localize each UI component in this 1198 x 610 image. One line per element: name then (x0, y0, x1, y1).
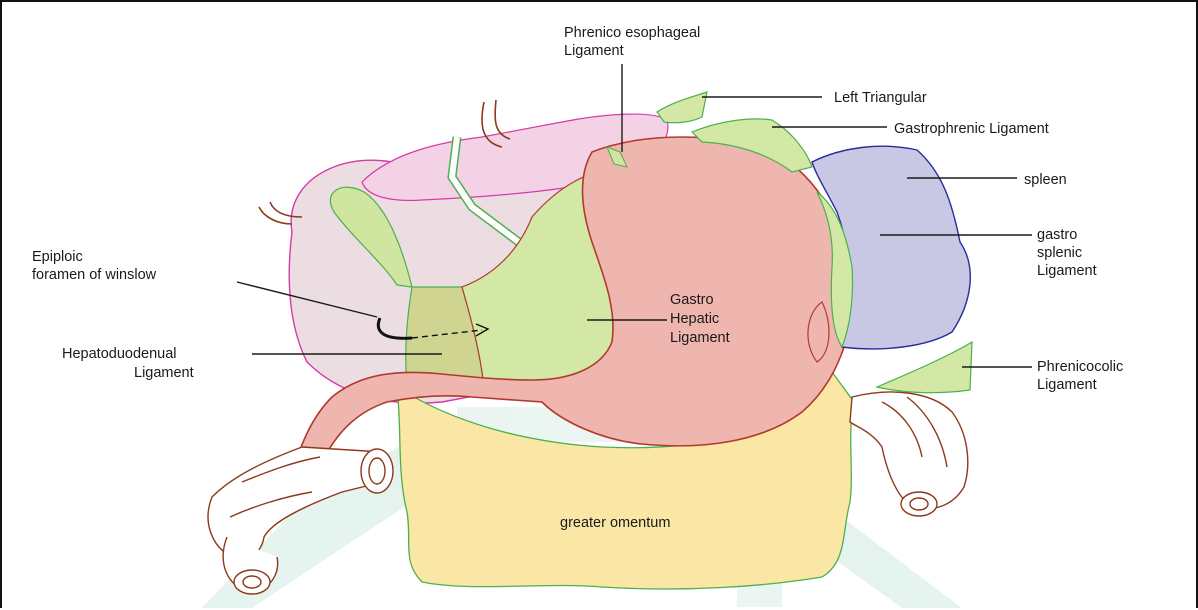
label-line: greater omentum (560, 515, 670, 531)
label-epiploic: Epiploic foramen of winslow (32, 249, 157, 283)
label-line: splenic (1037, 245, 1082, 261)
label-line: Gastrophrenic Ligament (894, 121, 1049, 137)
label-line: Ligament (1037, 377, 1097, 393)
label-line: Ligament (134, 365, 194, 381)
label-line: foramen of winslow (32, 267, 157, 283)
label-line: gastro (1037, 227, 1077, 243)
label-phrenico-esophageal: Phrenico esophageal Ligament (564, 25, 704, 59)
label-line: Ligament (1037, 263, 1097, 279)
label-left-triangular: Left Triangular (834, 90, 927, 106)
label-line: Hepatic (670, 311, 719, 327)
label-hepatoduodenal: Hepatoduodenual Ligament (62, 346, 194, 381)
label-line: Gastro (670, 292, 714, 308)
label-line: Ligament (564, 43, 624, 59)
left-triangular-ligament (657, 92, 707, 123)
label-line: Left Triangular (834, 90, 927, 106)
label-line: Phrenico esophageal (564, 25, 700, 41)
label-line: Epiploic (32, 249, 83, 265)
label-line: Ligament (670, 330, 730, 346)
label-line: Hepatoduodenual (62, 346, 177, 362)
label-spleen: spleen (1024, 172, 1067, 188)
label-line: spleen (1024, 172, 1067, 188)
label-gastrophrenic: Gastrophrenic Ligament (894, 121, 1049, 137)
colon-right (850, 392, 968, 516)
label-line: Phrenicocolic (1037, 359, 1123, 375)
label-phrenicocolic: Phrenicocolic Ligament (1037, 359, 1127, 393)
phrenicocolic-ligament (877, 342, 972, 393)
label-greater-omentum: greater omentum (560, 515, 670, 531)
label-gastro-splenic: gastro splenic Ligament (1037, 227, 1097, 279)
